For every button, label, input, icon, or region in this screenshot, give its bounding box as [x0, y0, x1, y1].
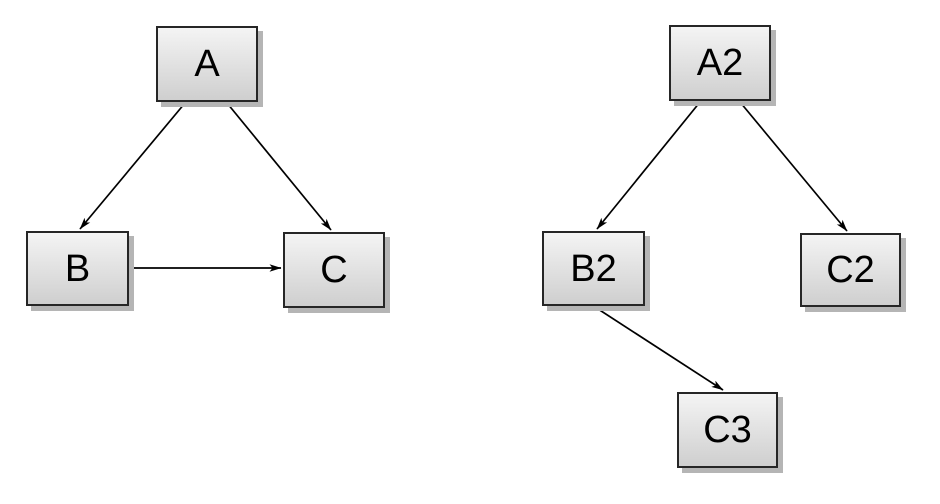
node-C2[interactable]: C2 — [800, 233, 901, 307]
node-A[interactable]: A — [156, 26, 258, 102]
edge-A2-C2[interactable] — [739, 101, 848, 232]
edge-B2-C3[interactable] — [594, 306, 724, 391]
node-label-B: B — [64, 247, 91, 290]
node-B[interactable]: B — [26, 231, 129, 306]
edge-A-C[interactable] — [226, 102, 332, 231]
node-C[interactable]: C — [283, 232, 385, 308]
node-label-B2: B2 — [570, 247, 617, 290]
node-label-C3: C3 — [703, 409, 752, 451]
node-B2[interactable]: B2 — [542, 231, 645, 306]
edge-group — [79, 101, 848, 391]
node-C3[interactable]: C3 — [677, 392, 778, 468]
node-label-C: C — [320, 249, 348, 291]
node-label-A: A — [194, 43, 220, 85]
edge-A2-B2[interactable] — [596, 101, 701, 230]
node-label-A2: A2 — [696, 42, 744, 84]
node-A2[interactable]: A2 — [669, 25, 771, 101]
node-label-C2: C2 — [826, 249, 875, 291]
edge-A-B[interactable] — [79, 102, 186, 230]
